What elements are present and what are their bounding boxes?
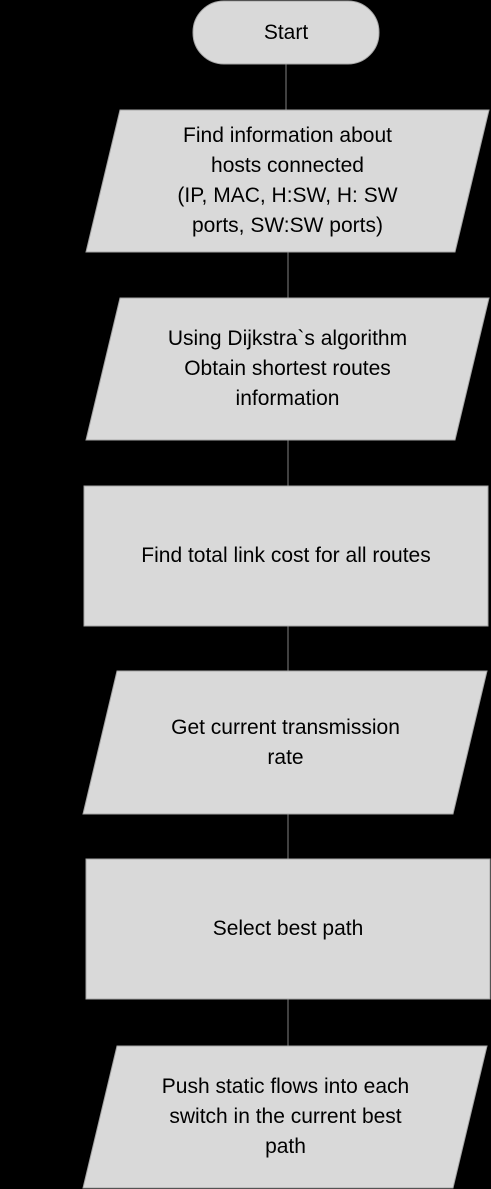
step-2-input-parallelogram [85, 297, 490, 441]
step-3-line-1: Find total link cost for all routes [141, 544, 431, 567]
step-2-line-1: Using Dijkstra`s algorithm [167, 327, 408, 350]
step-6-input-parallelogram [82, 1045, 488, 1189]
start-terminator [192, 0, 380, 65]
step-5-line-1: Select best path [212, 917, 364, 940]
step-1-input-parallelogram [85, 109, 490, 253]
step-6-line-1: Push static flows into each [161, 1075, 410, 1098]
step-4-input-parallelogram [82, 670, 488, 815]
step-1-line-3: (IP, MAC, H:SW, H: SW [177, 184, 398, 207]
step-6-line-2: switch in the current best [169, 1105, 402, 1128]
step-5-label: Select best path [86, 859, 490, 999]
step-1-line-2: hosts connected [211, 154, 364, 177]
start-label: Start [193, 1, 379, 64]
step-1-line-4: ports, SW:SW ports) [192, 214, 383, 237]
start-label-text: Start [263, 20, 309, 44]
step-4-line-1: Get current transmission [171, 715, 400, 739]
step-4-label: Get current transmission rate [98, 671, 473, 814]
step-2-line-2: Obtain shortest routes [184, 357, 391, 380]
step-3-label: Find total link cost for all routes [84, 486, 488, 626]
step-4-line-2: rate [267, 745, 304, 769]
step-1-label: Find information about hosts connected (… [100, 110, 475, 252]
step-1-line-1: Find information about [183, 124, 392, 147]
step-3-process-rectangle [83, 485, 489, 627]
step-6-label: Push static flows into each switch in th… [98, 1046, 473, 1188]
step-5-process-rectangle [85, 858, 491, 1000]
step-2-label: Using Dijkstra`s algorithm Obtain shorte… [100, 298, 475, 440]
step-6-line-3: path [265, 1135, 306, 1158]
step-2-line-3: information [235, 387, 340, 410]
